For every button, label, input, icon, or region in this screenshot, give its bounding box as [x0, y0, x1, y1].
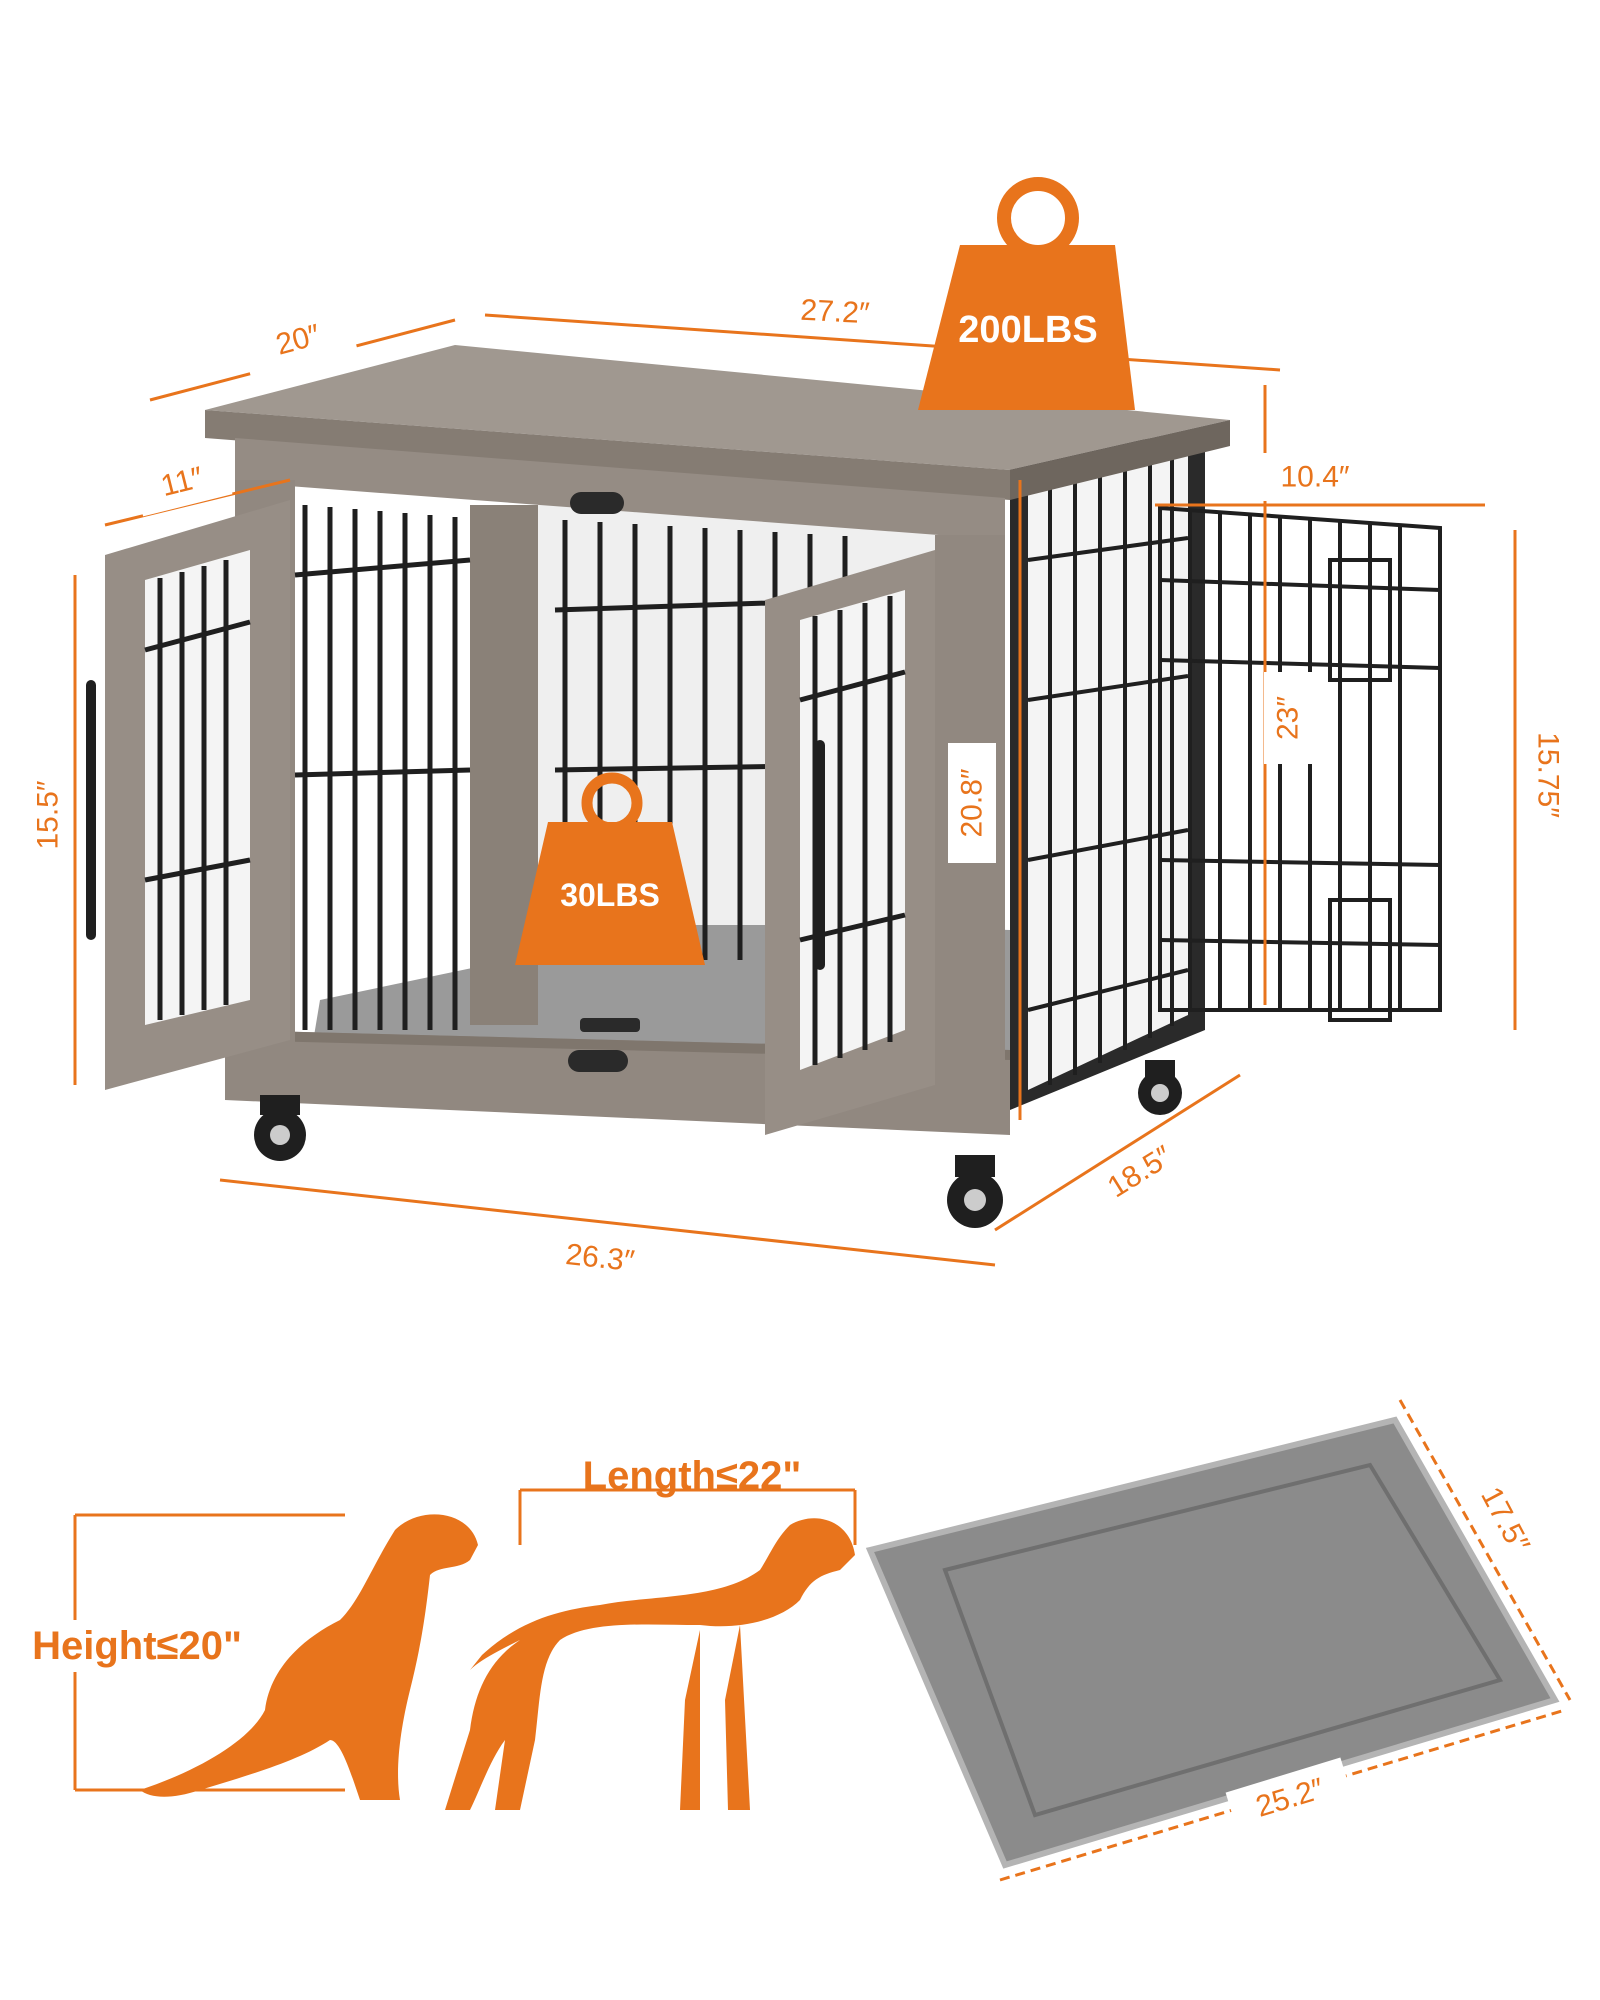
dog-height-limit: Height≤20"	[20, 1513, 345, 1792]
height-limit-label: Height≤20"	[32, 1624, 242, 1668]
length-limit-label: Length≤22"	[583, 1454, 802, 1498]
crate-right-door	[765, 550, 935, 1135]
dimension-labels: 20″ 27.2″ 11″ 10.4″ 23″ 15.5″ 20.8″ 15.	[24, 284, 1572, 1289]
crate-left-door	[86, 500, 290, 1090]
dim-side-door-width: 10.4″	[1280, 461, 1349, 494]
top-load-badge: 200LBS	[958, 309, 1097, 351]
caster-wheel-icon	[254, 1060, 1182, 1228]
dog-standing-icon	[445, 1518, 855, 1810]
dim-front-door-height: 20.8″	[956, 768, 989, 837]
cushion-mat	[865, 1416, 1560, 1869]
crate-side-door-open	[1158, 505, 1442, 1022]
weight-icon-inner: 30LBS	[515, 772, 705, 965]
dog-length-limit: Length≤22"	[518, 1454, 857, 1545]
crate-front-wires-left	[294, 505, 471, 1030]
weight-icon: 200LBS	[918, 177, 1135, 410]
crate-top	[205, 345, 1230, 470]
dog-crate	[86, 345, 1442, 1228]
dim-side-door-height: 23″	[1272, 696, 1305, 740]
lock-hinge-icon	[568, 492, 640, 1072]
door-handle	[86, 680, 96, 940]
dim-door-height: 15.5″	[32, 780, 65, 849]
dim-top-width: 27.2″	[800, 294, 871, 331]
door-handle-right	[815, 740, 825, 970]
dim-overall-height: 15.75″	[1532, 732, 1565, 818]
inner-load-badge: 30LBS	[560, 877, 660, 913]
dog-sitting-icon	[140, 1514, 478, 1800]
dimension-lines	[73, 313, 1517, 1267]
dim-base-width: 26.3″	[564, 1238, 636, 1278]
